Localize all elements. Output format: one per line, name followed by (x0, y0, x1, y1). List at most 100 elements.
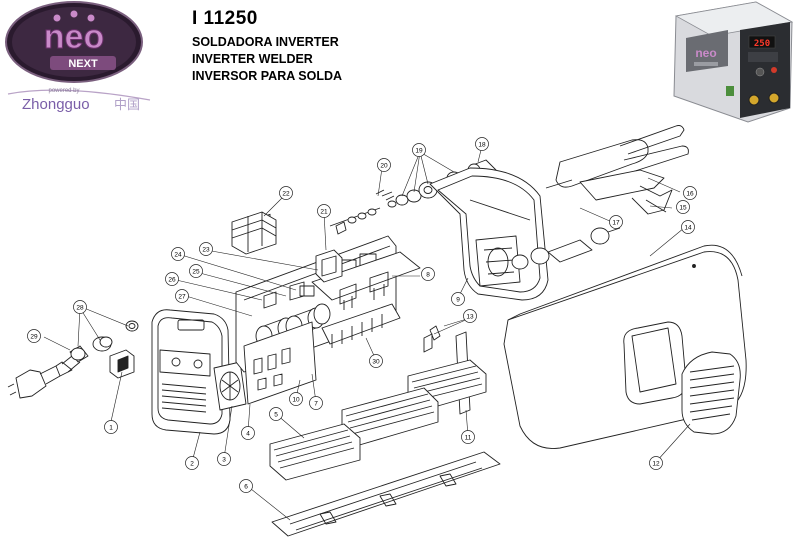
callout-12: 12 (649, 456, 663, 470)
callout-9: 9 (451, 292, 465, 306)
callout-26: 26 (165, 272, 179, 286)
callout-number: 17 (612, 219, 620, 226)
photo-panel-logo: neo (695, 46, 716, 60)
maker-swoosh (7, 89, 151, 101)
callout-number: 9 (456, 296, 460, 303)
callout-8: 8 (421, 267, 435, 281)
cable-gland (70, 320, 139, 361)
logo-wordmark: neo (44, 18, 104, 56)
callout-number: 23 (202, 246, 210, 253)
callout-circle (609, 215, 623, 229)
inductor (315, 249, 343, 283)
callout-4: 4 (241, 426, 255, 440)
ferrite-cores (231, 211, 277, 255)
callout-circle (377, 158, 391, 172)
callout-circle (317, 204, 331, 218)
description-es: SOLDADORA INVERTER (192, 35, 339, 49)
callout-10: 10 (289, 392, 303, 406)
callout-11: 11 (461, 430, 475, 444)
callout-number: 22 (282, 190, 290, 197)
callout-number: 13 (466, 313, 474, 320)
callout-circle (309, 396, 323, 410)
callout-circle (199, 242, 213, 256)
side-vent-grille (681, 351, 741, 435)
callout-circle (289, 392, 303, 406)
callout-circle (681, 220, 695, 234)
electrode-holder (545, 125, 689, 189)
callout-number: 5 (274, 411, 278, 418)
callout-3: 3 (217, 452, 231, 466)
callout-circle (451, 292, 465, 306)
callout-number: 8 (426, 271, 430, 278)
callout-7: 7 (309, 396, 323, 410)
callout-5: 5 (269, 407, 283, 421)
powered-by-text: powered by (48, 88, 79, 94)
callout-29: 29 (27, 329, 41, 343)
callout-28: 28 (73, 300, 87, 314)
title-block: I 11250 SOLDADORA INVERTER INVERTER WELD… (192, 8, 342, 85)
photo-display-readout: 250 (754, 39, 770, 49)
callout-circle (683, 186, 697, 200)
callout-number: 24 (174, 251, 182, 258)
maker-name-cn: 中国 (114, 98, 140, 113)
transformer-board (311, 251, 421, 310)
bolt-hardware (329, 189, 395, 235)
callout-circle (189, 264, 203, 278)
callout-6: 6 (239, 479, 253, 493)
callout-19: 19 (412, 143, 426, 157)
callout-number: 16 (686, 190, 694, 197)
callout-17: 17 (609, 215, 623, 229)
callout-circle (27, 329, 41, 343)
callout-number: 29 (30, 333, 38, 340)
callout-30: 30 (369, 354, 383, 368)
brand-logo: neo NEXT (5, 1, 143, 83)
callout-number: 20 (380, 162, 388, 169)
callout-circle (369, 354, 383, 368)
cooling-fan (213, 361, 247, 411)
callout-number: 15 (679, 204, 687, 211)
logo-sub-wordmark: NEXT (68, 58, 98, 70)
callout-circle (185, 456, 199, 470)
callout-circle (171, 247, 185, 261)
callout-number: 25 (192, 268, 200, 275)
callout-circle (175, 289, 189, 303)
product-photo: 250 neo (673, 1, 794, 123)
callout-circle (649, 456, 663, 470)
callout-circle (165, 272, 179, 286)
capacitors (255, 303, 331, 347)
callout-circle (269, 407, 283, 421)
callout-circle (241, 426, 255, 440)
callout-number: 2 (190, 460, 194, 467)
callout-number: 27 (178, 293, 186, 300)
description-en: INVERTER WELDER (192, 52, 313, 66)
callout-number: 21 (320, 208, 328, 215)
callout-circle (475, 137, 489, 151)
callout-number: 28 (76, 304, 84, 311)
base-plate (271, 451, 501, 537)
callout-circle (217, 452, 231, 466)
control-pcb (243, 321, 317, 405)
callout-21: 21 (317, 204, 331, 218)
callout-14: 14 (681, 220, 695, 234)
callout-number: 10 (292, 396, 300, 403)
callout-13: 13 (463, 309, 477, 323)
model-number: I 11250 (192, 8, 258, 29)
callout-circle (676, 200, 690, 214)
callout-number: 14 (684, 224, 692, 231)
diode-bank (321, 303, 401, 348)
callout-number: 11 (465, 434, 472, 441)
heatsink-left (269, 423, 361, 481)
rear-socket (511, 227, 621, 270)
callout-number: 3 (222, 456, 226, 463)
callout-number: 30 (372, 358, 380, 365)
callout-number: 12 (652, 460, 660, 467)
rear-panel (429, 167, 549, 301)
callout-circle (104, 420, 118, 434)
callout-15: 15 (676, 200, 690, 214)
callout-circle (461, 430, 475, 444)
callout-circle (421, 267, 435, 281)
callout-18: 18 (475, 137, 489, 151)
callout-number: 7 (314, 400, 318, 407)
